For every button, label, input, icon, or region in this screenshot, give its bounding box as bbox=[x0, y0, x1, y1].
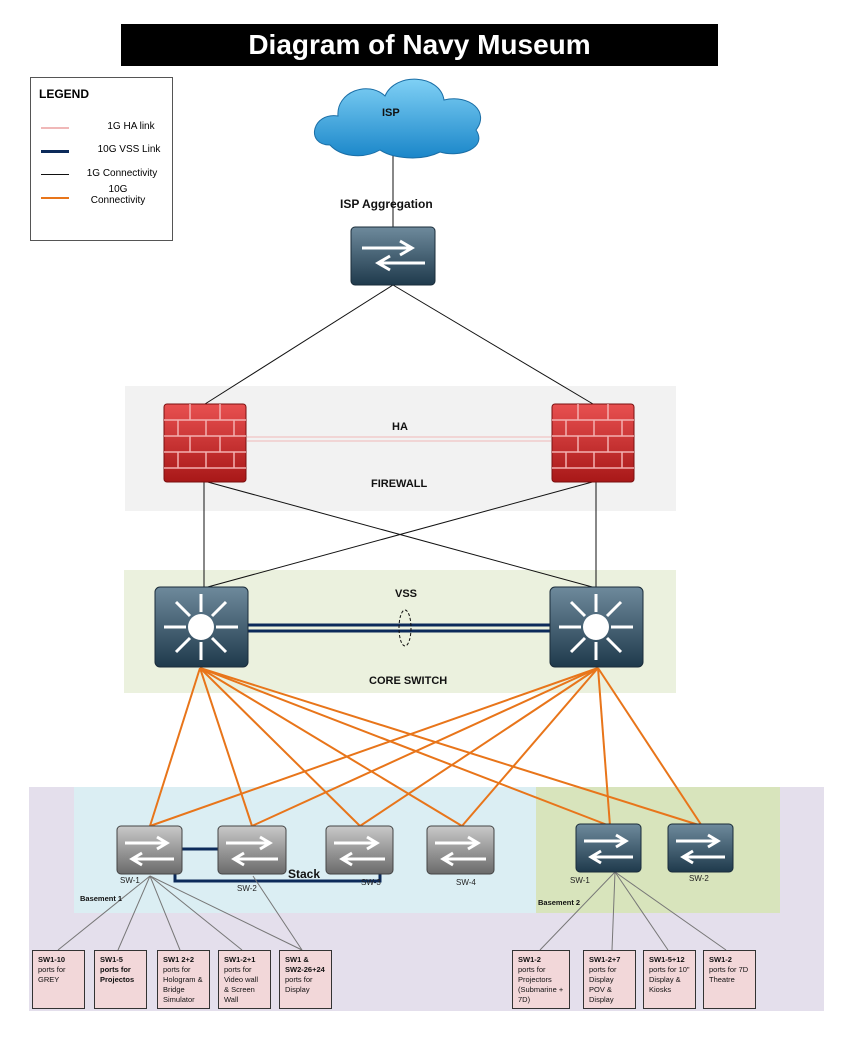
b1-box-3-text: ports for Hologram & Bridge Simulator bbox=[163, 965, 203, 1004]
core2-b2sw1 bbox=[597, 667, 611, 827]
core1-b1sw3 bbox=[199, 667, 361, 827]
b2-box-display-pov: SW1-2+7 ports for Display POV & Display bbox=[583, 950, 636, 1009]
isp-aggregation-label: ISP Aggregation bbox=[340, 197, 433, 211]
b1-link-4 bbox=[149, 875, 243, 951]
b1-box-grey: SW1-10 ports for GREY bbox=[32, 950, 85, 1009]
basement1-label: Basement 1 bbox=[80, 894, 123, 903]
legend-vss-line bbox=[41, 150, 69, 153]
vss-ellipse bbox=[398, 609, 412, 647]
stack-label: Stack bbox=[288, 867, 321, 881]
b1-sw2-label: SW-2 bbox=[237, 884, 257, 893]
legend-label-1g: 1G Connectivity bbox=[86, 168, 158, 179]
b2-box-1-text: ports for Projectors (Submarine + 7D) bbox=[518, 965, 564, 1004]
core-switch-right-icon bbox=[549, 586, 644, 668]
agg-fw2-link bbox=[392, 284, 594, 405]
b1-box-5-bold: SW1 & SW2-26+24 bbox=[285, 955, 325, 974]
b2-box-4-bold: SW1-2 bbox=[709, 955, 732, 964]
b2-link-3 bbox=[614, 871, 669, 951]
b2-sw2-icon bbox=[667, 823, 734, 873]
core1-b1sw2 bbox=[199, 667, 253, 827]
b1-link-5 bbox=[149, 875, 303, 951]
b1-box-5-text: ports for Display bbox=[285, 975, 313, 994]
b2-box-projectors: SW1-2 ports for Projectors (Submarine + … bbox=[512, 950, 570, 1009]
firewall-left-icon bbox=[163, 403, 247, 483]
core1-b2sw2 bbox=[199, 667, 703, 827]
isp-label: ISP bbox=[382, 107, 400, 119]
b1-link-2 bbox=[117, 875, 151, 951]
b1-box-2-bold: SW1-5 ports for Projectos bbox=[100, 955, 135, 984]
legend-ha-line bbox=[41, 127, 69, 129]
basement2-label: Basement 2 bbox=[538, 898, 581, 907]
b1-box-videowall: SW1-2+1 ports for Video wall & Screen Wa… bbox=[218, 950, 271, 1009]
b1-box-1-bold: SW1-10 bbox=[38, 955, 66, 964]
legend-1g-line bbox=[41, 174, 69, 175]
legend-title: LEGEND bbox=[39, 87, 90, 101]
b1-box-display: SW1 & SW2-26+24 ports for Display bbox=[279, 950, 332, 1009]
b1-box-1-text: ports for GREY bbox=[38, 965, 66, 984]
b2-box-7d-theatre: SW1-2 ports for 7D Theatre bbox=[703, 950, 756, 1009]
legend-10g-line bbox=[41, 197, 69, 199]
b1-box-4-bold: SW1-2+1 bbox=[224, 955, 256, 964]
b2-sw1-label: SW-1 bbox=[570, 876, 590, 885]
fw2-core1-link bbox=[203, 480, 597, 589]
title-bar: Diagram of Navy Museum bbox=[121, 24, 718, 66]
b1-box-4-text: ports for Video wall & Screen Wall bbox=[224, 965, 259, 1004]
b2-link-1 bbox=[539, 871, 616, 951]
b2-box-2-bold: SW1-2+7 bbox=[589, 955, 621, 964]
b2-link-4 bbox=[614, 871, 727, 951]
core1-b1sw4 bbox=[199, 667, 463, 827]
b2-sw1-icon bbox=[575, 823, 642, 873]
core2-b1sw1 bbox=[149, 667, 599, 827]
core2-b1sw2 bbox=[251, 667, 599, 827]
b1-sw3-label: SW-3 bbox=[361, 878, 381, 887]
core-switch-label: CORE SWITCH bbox=[369, 675, 448, 687]
core2-b2sw2 bbox=[597, 667, 703, 827]
core2-b1sw3 bbox=[359, 667, 599, 827]
agg-fw1-link bbox=[204, 284, 394, 405]
legend: LEGEND 1G HA link 10G VSS Link 1G Connec… bbox=[30, 77, 173, 241]
b1-sw4-label: SW-4 bbox=[456, 878, 476, 887]
vss-label: VSS bbox=[395, 588, 418, 600]
diagram-title: Diagram of Navy Museum bbox=[248, 29, 591, 60]
b1-link-1 bbox=[57, 875, 151, 951]
firewall-right-icon bbox=[551, 403, 635, 483]
b1-sw2-icon bbox=[217, 825, 287, 875]
firewall-label: FIREWALL bbox=[371, 478, 428, 490]
b1-box-3-bold: SW1 2+2 bbox=[163, 955, 195, 964]
legend-label-10g: 10G Connectivity bbox=[90, 184, 146, 206]
legend-label-ha: 1G HA link bbox=[107, 121, 155, 132]
b1-sw1-icon bbox=[116, 825, 183, 875]
b2-box-2-text: ports for Display POV & Display bbox=[589, 965, 617, 1004]
b1-link-6 bbox=[252, 875, 303, 951]
b2-sw2-label: SW-2 bbox=[689, 874, 709, 883]
b2-box-4-text: ports for 7D Theatre bbox=[709, 965, 749, 984]
b1-sw3-icon bbox=[325, 825, 394, 875]
aggregation-switch-icon bbox=[350, 226, 436, 286]
core2-b1sw4 bbox=[461, 667, 599, 827]
core-switch-left-icon bbox=[154, 586, 249, 668]
b2-box-3-bold: SW1-5+12 bbox=[649, 955, 685, 964]
ha-label: HA bbox=[392, 421, 408, 433]
b1-link-3 bbox=[149, 875, 181, 951]
b2-link-2 bbox=[611, 871, 616, 951]
b1-sw1-label: SW-1 bbox=[120, 876, 140, 885]
cloud-icon bbox=[314, 78, 482, 159]
b1-sw4-icon bbox=[426, 825, 495, 875]
core1-b1sw1 bbox=[149, 667, 201, 827]
b2-box-1-bold: SW1-2 bbox=[518, 955, 541, 964]
b2-box-3-text: ports for 10" Display & Kiosks bbox=[649, 965, 690, 994]
b1-box-projectos: SW1-5 ports for Projectos bbox=[94, 950, 147, 1009]
core1-b2sw1 bbox=[199, 667, 611, 827]
b1-box-hologram: SW1 2+2 ports for Hologram & Bridge Simu… bbox=[157, 950, 210, 1009]
b2-box-kiosks: SW1-5+12 ports for 10" Display & Kiosks bbox=[643, 950, 696, 1009]
legend-label-vss: 10G VSS Link bbox=[97, 144, 161, 155]
